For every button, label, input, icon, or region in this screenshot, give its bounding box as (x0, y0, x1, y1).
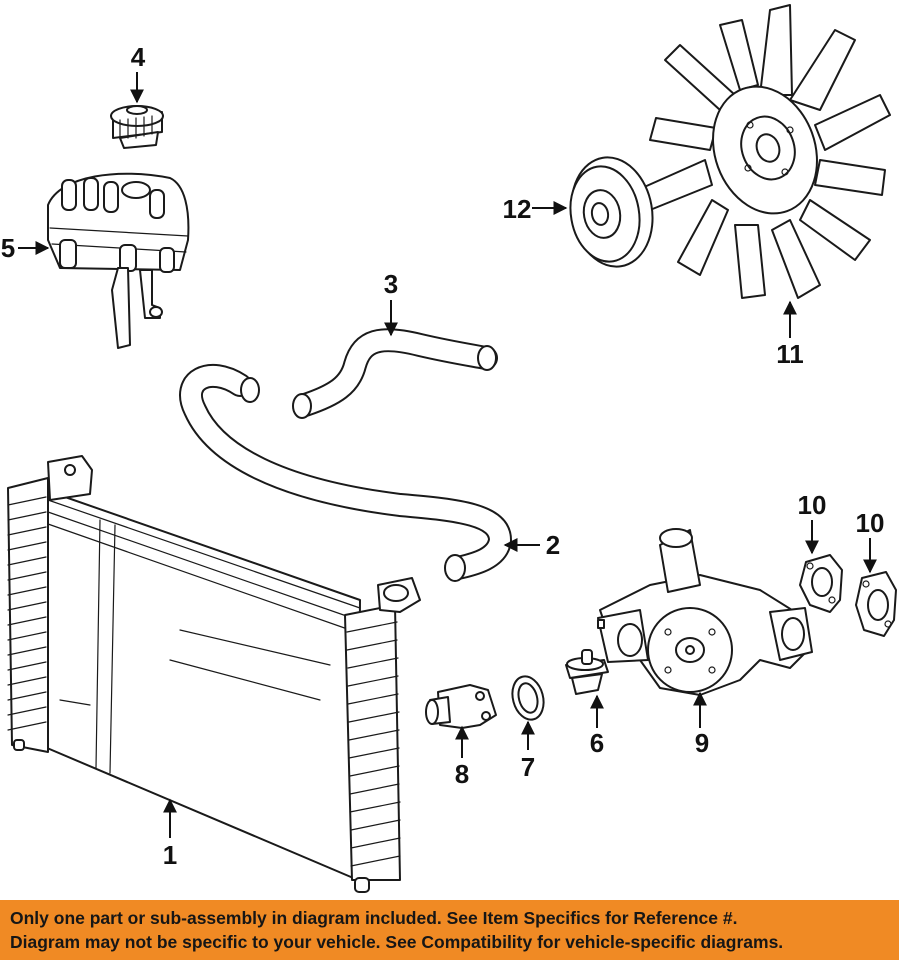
callout-8: 8 (455, 759, 469, 789)
disclaimer-banner: Only one part or sub-assembly in diagram… (0, 900, 899, 960)
thermostat (565, 649, 609, 695)
lower-hose (179, 364, 512, 582)
callout-9: 9 (695, 728, 709, 758)
callout-11: 11 (776, 339, 804, 369)
thermostat-housing (425, 684, 497, 729)
water-pump (597, 528, 813, 696)
disclaimer-line-2: Diagram may not be specific to your vehi… (10, 932, 784, 952)
fan-pulley (569, 156, 654, 268)
callout-labels: 1 2 3 4 5 6 7 8 9 10 10 11 12 (1, 42, 885, 870)
callout-6: 6 (590, 728, 604, 758)
water-pump-gasket-a (799, 554, 843, 613)
callout-5: 5 (1, 233, 15, 263)
callout-1: 1 (163, 840, 177, 870)
radiator (7, 455, 421, 893)
disclaimer-line-1: Only one part or sub-assembly in diagram… (10, 908, 738, 928)
callout-10a: 10 (798, 490, 827, 520)
reservoir-cap (110, 105, 164, 149)
leader-lines (18, 72, 877, 838)
callout-10b: 10 (856, 508, 885, 538)
callout-7: 7 (521, 752, 535, 782)
parts-diagram: 1 2 3 4 5 6 7 8 9 10 10 11 12 (1, 4, 897, 893)
callout-2: 2 (546, 530, 560, 560)
upper-hose (292, 328, 498, 419)
callout-3: 3 (384, 269, 398, 299)
callout-4: 4 (131, 42, 146, 72)
cooling-fan (641, 4, 891, 299)
thermostat-gasket (511, 675, 545, 721)
callout-12: 12 (503, 194, 532, 224)
water-pump-gasket-b (855, 571, 897, 637)
coolant-reservoir (47, 172, 190, 349)
